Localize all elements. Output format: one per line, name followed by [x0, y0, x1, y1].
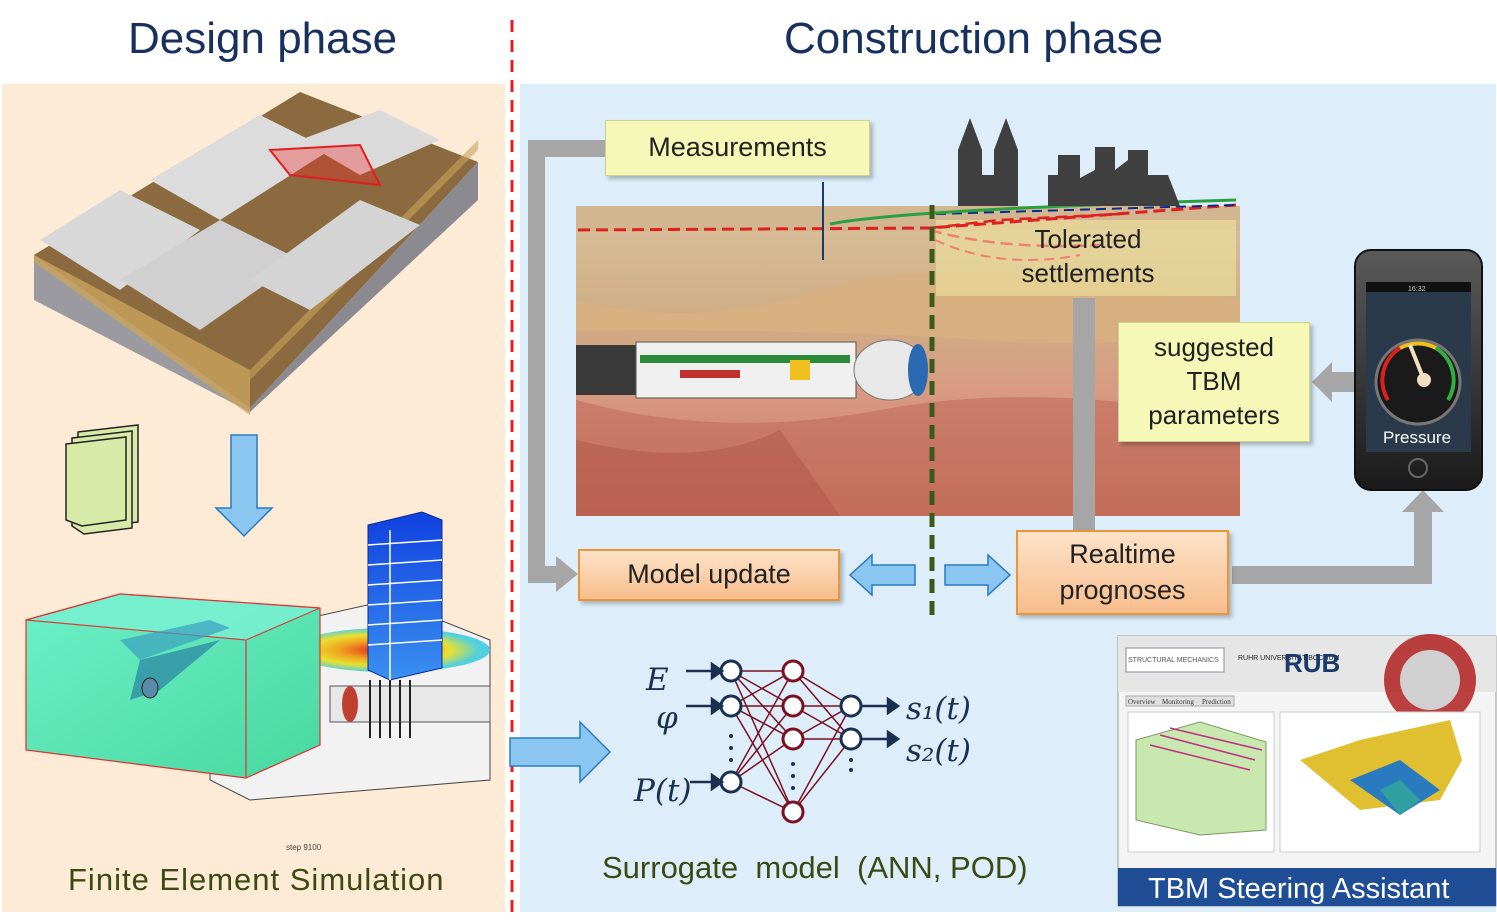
blue-left-arrow — [848, 553, 916, 597]
document-stack-icon — [65, 424, 139, 535]
suggested-parameters-box: suggested TBM parameters — [1118, 322, 1310, 442]
surrogate-caption: Surrogate model (ANN, POD) — [602, 850, 1028, 885]
fem-model — [25, 511, 491, 801]
assistant-tab-prediction: Prediction — [1202, 698, 1231, 706]
ann-input-p: P(t) — [633, 773, 692, 809]
model-update-box: Model update — [578, 549, 840, 601]
assistant-logo-text: STRUCTURAL MECHANICS — [1128, 657, 1219, 664]
suggested-line1: suggested — [1154, 332, 1274, 363]
realtime-to-phone-arrow — [1232, 490, 1444, 584]
phone-to-suggested-arrow — [1312, 362, 1356, 402]
feedback-arrow-gray — [528, 140, 606, 592]
ann-arrows — [686, 661, 901, 792]
cathedral-silhouette — [958, 118, 1018, 206]
model-update-label: Model update — [627, 559, 791, 590]
assistant-uni-text: RUHR UNIVERSITÄT BOCHUM — [1238, 654, 1340, 662]
assistant-tab-overview: Overview — [1128, 698, 1157, 706]
factory-silhouette — [1048, 147, 1180, 206]
ann-output-s2: s₂(t) — [906, 733, 971, 769]
tolerated-settlements-label: Tolerated settlements — [1008, 222, 1168, 291]
realtime-prognoses-box: Realtime prognoses — [1016, 530, 1229, 615]
step-label: step 9100 — [286, 843, 322, 852]
assistant-rub-logo: RUB — [1284, 648, 1340, 678]
ann-input-e: E — [645, 662, 669, 698]
assistant-title: TBM Steering Assistant — [1148, 873, 1449, 905]
suggested-line3: parameters — [1148, 399, 1280, 430]
city-model-3d — [34, 92, 478, 415]
ann-input-phi: φ — [656, 700, 678, 736]
measurements-label: Measurements — [648, 132, 827, 163]
steering-assistant-screenshot — [1117, 634, 1497, 907]
tolerated-line1: Tolerated — [1034, 224, 1142, 254]
blue-right-arrow — [944, 553, 1012, 597]
smartphone — [1354, 249, 1483, 491]
phone-pressure-label: Pressure — [1383, 428, 1451, 447]
phone-status-time: 16:32 — [1408, 286, 1426, 293]
tolerated-line2: settlements — [1021, 258, 1155, 289]
gray-connector — [1073, 298, 1095, 530]
ann-ellipsis-dots — [729, 734, 853, 790]
tolerated-band — [936, 220, 1236, 296]
realtime-line2: prognoses — [1059, 574, 1186, 605]
construction-phase-title: Construction phase — [784, 14, 1164, 63]
tbm-machine — [576, 339, 928, 401]
down-arrow — [214, 434, 274, 538]
suggested-line2: TBM — [1186, 366, 1242, 397]
assistant-tab-monitoring: Monitoring — [1162, 698, 1194, 706]
design-phase-title: Design phase — [128, 14, 398, 63]
ann-output-s1: s₁(t) — [906, 691, 971, 727]
ann-nodes — [719, 659, 863, 824]
realtime-line1: Realtime — [1069, 539, 1176, 570]
right-arrow-to-surrogate — [509, 720, 612, 784]
measurements-box: Measurements — [605, 120, 870, 176]
fem-caption: Finite Element Simulation — [68, 862, 445, 897]
